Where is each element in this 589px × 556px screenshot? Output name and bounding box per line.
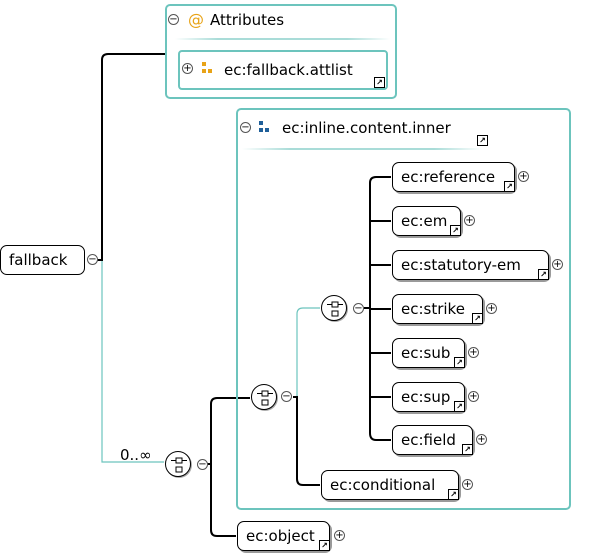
attributes-group-title: @ Attributes [188, 10, 285, 29]
group-icon [259, 121, 272, 134]
element-field[interactable]: ec:field↗ [392, 425, 473, 455]
element-reference[interactable]: ec:reference↗ [392, 162, 515, 192]
attlist-ref-node[interactable] [178, 50, 388, 90]
sequence-icon [257, 390, 273, 406]
attributes-group [165, 4, 397, 99]
element-sub[interactable]: ec:sub↗ [392, 338, 465, 368]
collapse-toggle-icon[interactable]: − [197, 459, 208, 470]
expand-toggle-icon[interactable]: + [468, 347, 479, 358]
inline-group-title: ec:inline.content.inner [282, 119, 451, 137]
attribute-group-icon [202, 62, 215, 75]
title-underline [242, 148, 482, 150]
ref-arrow-icon[interactable]: ↗ [462, 444, 473, 455]
choice-compositor[interactable] [321, 295, 347, 321]
sequence-compositor[interactable] [251, 384, 277, 410]
element-conditional[interactable]: ec:conditional↗ [321, 470, 459, 500]
ref-arrow-icon[interactable]: ↗ [319, 540, 330, 551]
ref-arrow-icon[interactable]: ↗ [374, 77, 385, 88]
ref-arrow-icon[interactable]: ↗ [448, 489, 459, 500]
expand-toggle-icon[interactable]: + [182, 63, 193, 74]
ref-arrow-icon[interactable]: ↗ [504, 181, 515, 192]
ref-arrow-icon[interactable]: ↗ [538, 269, 549, 280]
expand-toggle-icon[interactable]: + [464, 215, 475, 226]
ref-arrow-icon[interactable]: ↗ [450, 225, 461, 236]
element-object[interactable]: ec:object↗ [237, 521, 330, 551]
ref-arrow-icon[interactable]: ↗ [454, 401, 465, 412]
collapse-toggle-icon[interactable]: − [168, 14, 179, 25]
element-sup[interactable]: ec:sup↗ [392, 382, 465, 412]
expand-toggle-icon[interactable]: + [334, 530, 345, 541]
expand-toggle-icon[interactable]: + [462, 479, 473, 490]
element-strike[interactable]: ec:strike↗ [392, 294, 483, 324]
element-statutory-em[interactable]: ec:statutory-em↗ [392, 250, 549, 280]
at-sign-icon: @ [188, 10, 204, 29]
element-em[interactable]: ec:em↗ [392, 206, 461, 236]
ref-arrow-icon[interactable]: ↗ [454, 357, 465, 368]
attlist-label: ec:fallback.attlist [224, 61, 353, 79]
cardinality-label: 0..∞ [120, 446, 152, 464]
expand-toggle-icon[interactable]: + [518, 171, 529, 182]
expand-toggle-icon[interactable]: + [486, 303, 497, 314]
collapse-toggle-icon[interactable]: − [281, 391, 292, 402]
collapse-toggle-icon[interactable]: − [240, 122, 251, 133]
expand-toggle-icon[interactable]: + [468, 391, 479, 402]
title-underline [175, 38, 390, 40]
sequence-compositor[interactable] [165, 451, 191, 477]
expand-toggle-icon[interactable]: + [476, 434, 487, 445]
inline-content-group [236, 108, 571, 510]
expand-toggle-icon[interactable]: + [552, 259, 563, 270]
sequence-icon [171, 457, 187, 473]
collapse-toggle-icon[interactable]: − [87, 254, 98, 265]
collapse-toggle-icon[interactable]: − [353, 303, 364, 314]
ref-arrow-icon[interactable]: ↗ [477, 135, 488, 146]
choice-icon [327, 301, 343, 317]
ref-arrow-icon[interactable]: ↗ [472, 313, 483, 324]
fallback-node[interactable]: fallback [0, 245, 85, 275]
